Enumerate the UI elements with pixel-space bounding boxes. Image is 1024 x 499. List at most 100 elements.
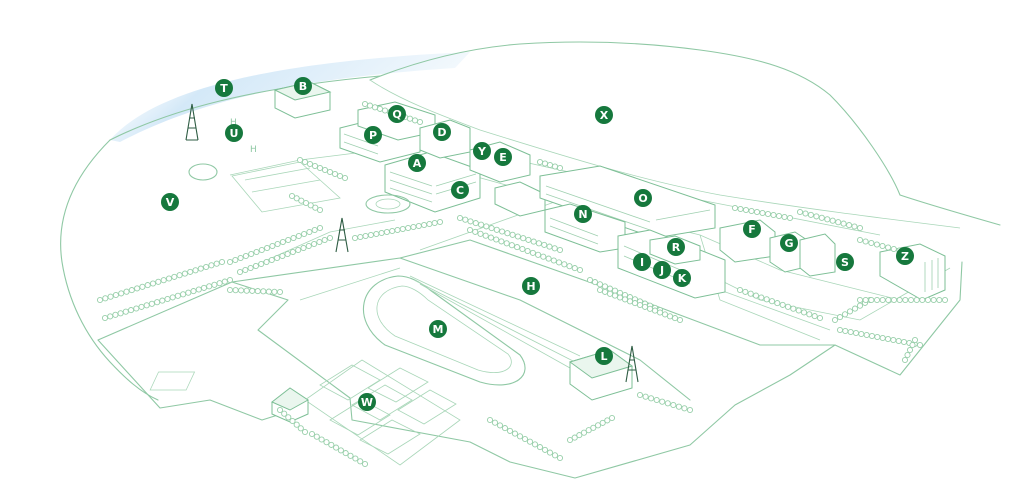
tree (514, 244, 521, 251)
tree (265, 288, 272, 295)
tree (296, 156, 304, 164)
tree (525, 236, 532, 243)
marker-t[interactable]: T (215, 79, 233, 97)
marker-w[interactable]: W (358, 393, 376, 411)
tree (268, 256, 275, 264)
tree (389, 227, 396, 235)
tree (846, 308, 854, 315)
marker-circle (836, 253, 854, 271)
tree (313, 433, 320, 440)
tree (260, 288, 267, 295)
tree (499, 228, 506, 235)
tree (851, 305, 859, 312)
tree (596, 286, 604, 294)
marker-label: Q (392, 108, 401, 121)
tree (813, 213, 820, 220)
marker-label: G (784, 237, 793, 250)
marker-u[interactable]: U (225, 124, 243, 142)
marker-b[interactable]: B (294, 77, 312, 95)
marker-p[interactable]: P (364, 126, 382, 144)
marker-x[interactable]: X (595, 106, 613, 124)
tree (405, 224, 412, 232)
tree (862, 296, 869, 304)
campus-boundary (60, 139, 963, 479)
marker-s[interactable]: S (836, 253, 854, 271)
marker-n[interactable]: N (574, 205, 592, 223)
tree (902, 296, 909, 304)
tree (524, 247, 531, 255)
marker-o[interactable]: O (634, 189, 652, 207)
marker-label: I (640, 256, 644, 269)
marker-z[interactable]: Z (896, 247, 914, 265)
tree (904, 351, 911, 359)
marker-m[interactable]: M (429, 320, 447, 338)
tree (540, 253, 547, 260)
marker-d[interactable]: D (433, 123, 451, 141)
tree (504, 230, 511, 237)
tree (306, 160, 314, 168)
marker-circle (634, 189, 652, 207)
tree (493, 226, 500, 233)
tree (930, 296, 937, 304)
tree (641, 303, 649, 310)
tree (758, 294, 765, 301)
tree (316, 164, 324, 172)
marker-e[interactable]: E (494, 148, 512, 166)
tree (890, 296, 898, 304)
tree (759, 209, 766, 217)
tree (646, 305, 654, 312)
marker-circle (667, 238, 685, 256)
tree (127, 307, 135, 314)
tree (675, 403, 682, 410)
marker-i[interactable]: I (633, 253, 651, 271)
marker-f[interactable]: F (743, 220, 761, 238)
marker-c[interactable]: C (451, 181, 469, 199)
marker-circle (653, 261, 671, 279)
tree (285, 236, 292, 244)
marker-a[interactable]: A (408, 154, 426, 172)
marker-l[interactable]: L (595, 347, 613, 365)
tree (836, 314, 844, 321)
tree (519, 245, 526, 253)
marker-circle (473, 142, 491, 160)
marker-k[interactable]: K (673, 269, 691, 287)
marker-v[interactable]: V (161, 193, 179, 211)
tree (123, 288, 130, 295)
marker-circle (743, 220, 761, 238)
tree (213, 260, 220, 267)
tree (676, 316, 684, 324)
marker-j[interactable]: J (653, 261, 671, 279)
fountain-plaza (365, 194, 411, 214)
tree (621, 296, 629, 303)
athletic-track (362, 275, 581, 386)
tree (491, 419, 499, 426)
tree (836, 326, 844, 334)
marker-h[interactable]: H (522, 277, 540, 295)
tree (366, 102, 374, 109)
marker-circle (429, 320, 447, 338)
tree (913, 296, 920, 304)
marker-q[interactable]: Q (388, 105, 406, 123)
tree (133, 305, 140, 312)
tree (352, 455, 359, 462)
tree (107, 313, 114, 320)
marker-circle (522, 277, 540, 295)
marker-g[interactable]: G (780, 234, 798, 252)
marker-y[interactable]: Y (473, 142, 491, 160)
marker-r[interactable]: R (667, 238, 685, 256)
tree (890, 245, 897, 253)
tree (601, 283, 609, 290)
tree (301, 230, 308, 238)
tree (181, 270, 188, 277)
tree (406, 115, 414, 122)
tree (858, 330, 865, 338)
marker-label: W (361, 396, 373, 409)
tree (112, 291, 119, 299)
marker-label: C (456, 184, 464, 197)
tree (851, 223, 858, 230)
marker-circle (451, 181, 469, 199)
tree (770, 211, 777, 219)
tree (909, 341, 916, 349)
tower-south (625, 345, 639, 383)
